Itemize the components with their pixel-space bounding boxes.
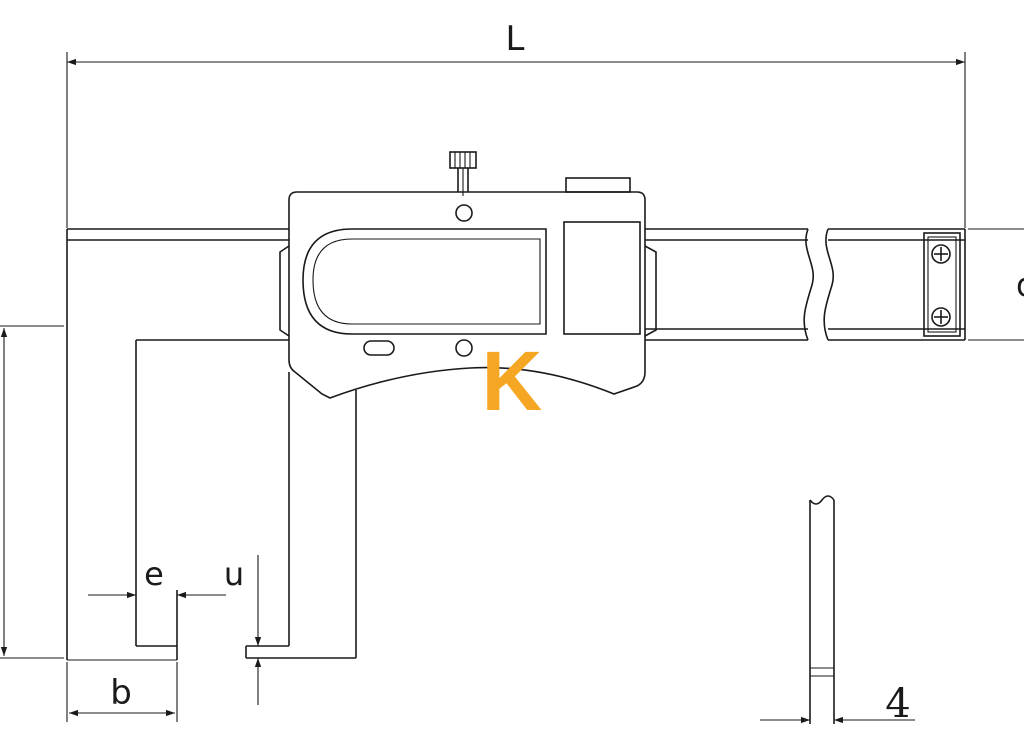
jaw-depth-dimension bbox=[0, 325, 64, 659]
overall-length-dimension: L bbox=[66, 19, 966, 228]
brand-logo: K bbox=[482, 334, 543, 428]
main-beam bbox=[66, 228, 966, 660]
jaw-width-dimension: b bbox=[66, 662, 178, 722]
slider-body bbox=[279, 177, 657, 399]
end-stop-cap bbox=[923, 232, 961, 337]
jaw-tip-thickness-label: u bbox=[224, 555, 244, 593]
fixed-jaw bbox=[67, 340, 178, 661]
blade-side-view bbox=[809, 495, 835, 724]
beam-thickness-label: d bbox=[1016, 266, 1024, 304]
jaw-tip-width-label: e bbox=[144, 555, 164, 593]
jaw-tip-thickness-dimension: u bbox=[224, 555, 262, 705]
screw-top-icon bbox=[931, 244, 951, 264]
jaw-width-label: b bbox=[110, 673, 132, 713]
thumb-screw-icon bbox=[449, 151, 477, 196]
screw-bottom-icon bbox=[931, 307, 951, 327]
jaw-tip-width-dimension: e bbox=[88, 555, 226, 599]
overall-length-label: L bbox=[506, 19, 525, 59]
sliding-jaw bbox=[245, 372, 357, 659]
blade-thickness-dimension: 4 bbox=[760, 681, 915, 727]
beam-thickness-dimension: d bbox=[968, 228, 1024, 341]
blade-thickness-label: 4 bbox=[885, 681, 910, 727]
